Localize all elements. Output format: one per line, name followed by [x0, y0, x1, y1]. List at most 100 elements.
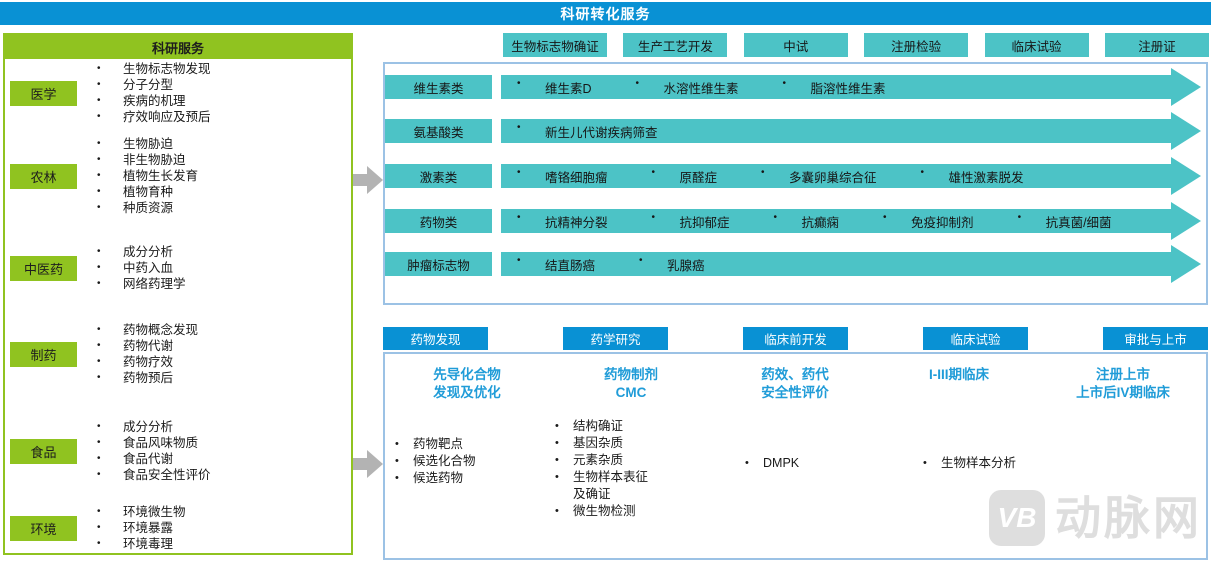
- sidebar-item: •生物标志物发现: [97, 61, 211, 77]
- biomarker-category-label: 维生素类: [385, 75, 492, 99]
- bullet-icon: •: [97, 538, 101, 549]
- stage-item-text: 生物样本表征及确证: [573, 470, 649, 501]
- stage-item: •结构确证: [555, 418, 653, 435]
- stage-item: •DMPK: [745, 455, 799, 472]
- biomarker-item: •新生儿代谢疾病筛查: [513, 122, 658, 141]
- stage-heading: I-III期临床: [877, 366, 1041, 384]
- stage-item-text: 基因杂质: [573, 436, 624, 450]
- bullet-icon: •: [97, 202, 101, 213]
- biomarker-item-text: 多囊卵巢综合征: [789, 170, 877, 185]
- biomarker-item: • 原醛症: [648, 167, 718, 186]
- sidebar-group: 中医药•成分分析•中药入血•网络药理学: [5, 244, 351, 292]
- bullet-icon: •: [97, 186, 101, 197]
- sidebar-group: 食品•成分分析•食品风味物质•食品代谢•食品安全性评价: [5, 419, 351, 483]
- biomarker-item: •雄性激素脱发: [917, 167, 1024, 186]
- sidebar-item-text: 食品风味物质: [123, 436, 199, 450]
- sidebar-item-text: 药物预后: [123, 371, 174, 385]
- biomarker-row: 激素类•嗜铬细胞瘤•原醛症•多囊卵巢综合征•雄性激素脱发: [385, 157, 1206, 195]
- biomarker-item: •抗精神分裂: [513, 212, 608, 231]
- bullet-icon: •: [97, 506, 101, 517]
- stage-item-list: •药物靶点•候选化合物•候选药物: [395, 436, 476, 487]
- stage-item: •候选化合物: [395, 453, 476, 470]
- biomarker-item: •脂溶性维生素: [779, 78, 886, 97]
- biomarker-item-text: 原醛症: [679, 170, 718, 185]
- bullet-icon: •: [555, 454, 559, 466]
- pipeline-phase-chip: 临床试验: [923, 327, 1028, 350]
- sidebar-item: •药物概念发现: [97, 322, 198, 338]
- biomarker-item-text: 免疫抑制剂: [911, 215, 974, 230]
- stage-item: •生物样本分析: [923, 455, 1016, 472]
- pipeline-stage: 注册上市上市后IV期临床: [1041, 354, 1205, 558]
- biomarker-item-text: 脂溶性维生素: [810, 81, 886, 96]
- sidebar-item-text: 生物标志物发现: [123, 62, 211, 76]
- sidebar-item: •药物代谢: [97, 338, 198, 354]
- bullet-icon: •: [97, 372, 101, 383]
- bullet-icon: •: [97, 154, 101, 165]
- biomarker-list: •新生儿代谢疾病筛查: [513, 122, 698, 141]
- sidebar-item: •分子分型: [97, 77, 211, 93]
- sidebar-item-text: 植物育种: [123, 185, 174, 199]
- stage-item-text: 微生物检测: [573, 504, 636, 518]
- drug-pipeline-steps-row: 药物发现药学研究临床前开发临床试验审批与上市: [383, 327, 1208, 350]
- biomarker-item-text: 乳腺癌: [667, 258, 705, 273]
- stage-heading-line: 药物制剂: [604, 367, 658, 382]
- watermark: VB 动脉网: [989, 490, 1202, 546]
- pipeline-phase-chip: 药学研究: [563, 327, 668, 350]
- sidebar-item: •成分分析: [97, 419, 211, 435]
- sidebar-group: 医学•生物标志物发现•分子分型•疾病的机理•疗效响应及预后: [5, 61, 351, 125]
- bullet-icon: •: [97, 421, 101, 432]
- sidebar-item-text: 中药入血: [123, 261, 174, 275]
- stage-heading: 先导化合物发现及优化: [385, 366, 549, 402]
- sidebar-item: •生物胁迫: [97, 136, 198, 152]
- sidebar-item-text: 生物胁迫: [123, 137, 174, 151]
- bullet-icon: •: [651, 166, 656, 178]
- bullet-icon: •: [97, 95, 101, 106]
- biomarker-item: •维生素D: [513, 78, 592, 97]
- sidebar-group-label: 医学: [10, 80, 77, 106]
- stage-heading-line: 注册上市: [1096, 367, 1150, 382]
- bullet-icon: •: [923, 457, 927, 469]
- stage-item-list: •生物样本分析: [923, 455, 1016, 472]
- sidebar-item: •成分分析: [97, 244, 186, 260]
- transformation-step-chip: 中试: [743, 33, 848, 57]
- biomarker-item: •免疫抑制剂: [879, 212, 974, 231]
- bullet-icon: •: [97, 324, 101, 335]
- sidebar-item: •疾病的机理: [97, 93, 211, 109]
- biomarker-category-label: 氨基酸类: [385, 119, 492, 143]
- stage-heading-line: 发现及优化: [433, 385, 501, 400]
- sidebar-item-text: 网络药理学: [123, 277, 186, 291]
- bullet-icon: •: [395, 455, 399, 467]
- bullet-icon: •: [97, 262, 101, 273]
- research-services-sidebar: 科研服务 医学•生物标志物发现•分子分型•疾病的机理•疗效响应及预后农林•生物胁…: [3, 33, 353, 555]
- bullet-icon: •: [517, 254, 521, 266]
- sidebar-item: •食品代谢: [97, 451, 211, 467]
- stage-item-text: 药物靶点: [413, 437, 464, 451]
- bullet-icon: •: [97, 340, 101, 351]
- right-arrow-icon: [353, 166, 383, 194]
- bullet-icon: •: [97, 356, 101, 367]
- sidebar-group-list: •生物标志物发现•分子分型•疾病的机理•疗效响应及预后: [77, 61, 211, 125]
- bullet-icon: •: [97, 79, 101, 90]
- sidebar-item-text: 环境微生物: [123, 505, 186, 519]
- sidebar-item-text: 环境暴露: [123, 521, 174, 535]
- transformation-step-chip: 生物标志物确证: [503, 33, 607, 57]
- bullet-icon: •: [97, 111, 101, 122]
- pipeline-stage: 药效、药代安全性评价•DMPK: [713, 354, 877, 558]
- biomarker-item: •嗜铬细胞瘤: [513, 167, 608, 186]
- stage-item: •微生物检测: [555, 503, 653, 520]
- sidebar-group-label: 制药: [10, 341, 77, 367]
- stage-item-text: 候选药物: [413, 471, 464, 485]
- bullet-icon: •: [517, 211, 521, 223]
- pipeline-phase-chip: 审批与上市: [1103, 327, 1208, 350]
- biomarker-item: •乳腺癌: [635, 255, 705, 274]
- stage-heading: 注册上市上市后IV期临床: [1041, 366, 1205, 402]
- sidebar-group-label: 中医药: [10, 255, 77, 281]
- sidebar-item-text: 种质资源: [123, 201, 174, 215]
- sidebar-group: 制药•药物概念发现•药物代谢•药物疗效•药物预后: [5, 322, 351, 386]
- bullet-icon: •: [97, 170, 101, 181]
- biomarker-list: •抗精神分裂•抗抑郁症•抗癫痫•免疫抑制剂•抗真菌/细菌: [513, 212, 1152, 231]
- biomarker-item-text: 雄性激素脱发: [948, 170, 1024, 185]
